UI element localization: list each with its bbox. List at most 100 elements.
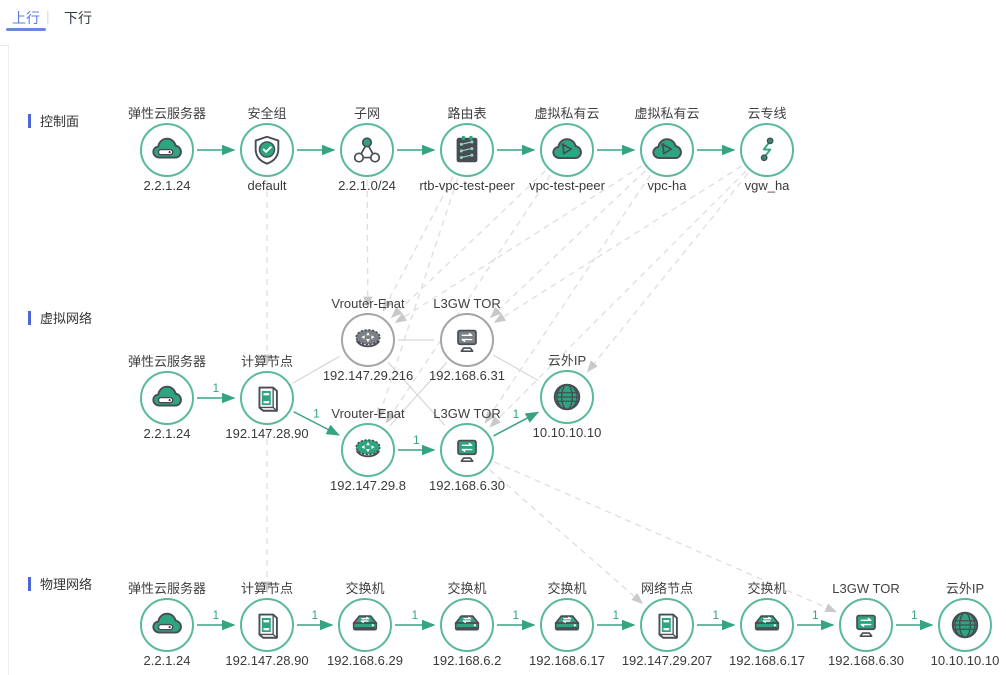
edge-l3gw_gray-vrouter_green: [389, 361, 448, 426]
node-sw3[interactable]: 交换机 192.168.6.17: [502, 580, 632, 670]
tab-downlink[interactable]: 下行: [62, 8, 94, 28]
node-label: 虚拟私有云: [634, 106, 700, 121]
edge-label: 1: [412, 608, 419, 622]
section-bar-icon: [28, 113, 31, 128]
switch-icon: [338, 598, 392, 652]
node-value: vgw_ha: [744, 178, 790, 193]
switch-icon: [440, 598, 494, 652]
node-label: L3GW TOR: [433, 406, 501, 421]
node-label: 交换机: [447, 581, 487, 596]
node-label: 云外IP: [547, 353, 587, 368]
cloud-server-icon: [140, 598, 194, 652]
edge-label: 1: [812, 608, 819, 622]
node-netnode[interactable]: 网络节点 192.147.29.207: [602, 580, 732, 670]
edge-label: 1: [513, 407, 520, 421]
node-label: 交换机: [747, 581, 787, 596]
server-icon: [240, 371, 294, 425]
node-label: 弹性云服务器: [127, 581, 206, 596]
l3gw-icon: [839, 598, 893, 652]
switch-icon: [740, 598, 794, 652]
node-ecs2[interactable]: 弹性云服务器 2.2.1.24: [102, 353, 232, 443]
edge-label: 1: [312, 608, 319, 622]
edge-compute1-vrouter_gray: [292, 355, 340, 384]
node-value: 192.168.6.17: [729, 653, 805, 668]
edge-label: 1: [613, 608, 620, 622]
switch-icon: [540, 598, 594, 652]
edge-vpc1-vrouter_gray: [390, 170, 546, 319]
node-extip1[interactable]: 云外IP 10.10.10.10: [502, 352, 632, 442]
tab-uplink-label: 上行: [12, 10, 40, 26]
node-value: vpc-test-peer: [529, 178, 605, 193]
node-vpc1[interactable]: 虚拟私有云 vpc-test-peer: [502, 105, 632, 195]
node-value: 192.168.6.2: [432, 653, 502, 668]
edge-dc-l3gw_green: [489, 170, 747, 428]
node-value: 192.168.6.17: [529, 653, 605, 668]
node-value: 10.10.10.10: [532, 425, 602, 440]
node-vpc2[interactable]: 虚拟私有云 vpc-ha: [602, 105, 732, 195]
direct-connect-icon: [740, 123, 794, 177]
node-label: 网络节点: [640, 581, 693, 596]
node-value: 2.2.1.24: [143, 426, 191, 441]
section-bar-icon: [28, 310, 31, 325]
node-rtb[interactable]: 路由表 rtb-vpc-test-peer: [402, 105, 532, 195]
node-sw4[interactable]: 交换机 192.168.6.17: [702, 580, 832, 670]
node-value: 192.168.6.29: [327, 653, 403, 668]
edge-rtb-vrouter_gray: [382, 176, 454, 312]
node-value: default: [247, 178, 287, 193]
node-sg[interactable]: 安全组 default: [202, 105, 332, 195]
vpc-cloud-icon: [640, 123, 694, 177]
edge-vpc2-l3gw_green: [484, 174, 651, 424]
node-label: L3GW TOR: [433, 296, 501, 311]
vrouter-icon: [341, 423, 395, 477]
node-value: 2.2.1.0/24: [338, 178, 396, 193]
tab-uplink[interactable]: 上行: [6, 8, 46, 31]
node-label: 安全组: [247, 106, 287, 121]
vrouter-icon: [341, 313, 395, 367]
node-sw2[interactable]: 交换机 192.168.6.2: [402, 580, 532, 670]
section-control-plane: 控制面: [28, 111, 79, 130]
vpc-cloud-icon: [540, 123, 594, 177]
node-value: rtb-vpc-test-peer: [419, 178, 515, 193]
server-icon: [640, 598, 694, 652]
node-value: 192.147.29.207: [621, 653, 713, 668]
edge-vpc1-vrouter_green: [385, 174, 551, 424]
edge-label: 1: [313, 406, 320, 420]
section-virtual-network: 虚拟网络: [28, 308, 92, 327]
edge-compute1-vrouter_green: [293, 411, 340, 436]
node-label: 虚拟私有云: [534, 106, 600, 121]
node-value: vpc-ha: [647, 178, 687, 193]
edge-l3gw_green-netnode: [489, 469, 644, 605]
node-value: 2.2.1.24: [143, 178, 191, 193]
edge-vpc2-l3gw_gray: [489, 170, 646, 319]
node-value: 192.147.28.90: [225, 426, 309, 441]
section-physical-network: 物理网络: [28, 574, 92, 593]
node-l3gw_green[interactable]: L3GW TOR 192.168.6.30: [402, 405, 532, 495]
cloud-server-icon: [140, 123, 194, 177]
node-label: 弹性云服务器: [127, 354, 206, 369]
edge-label: 1: [213, 381, 220, 395]
edge-label: 1: [911, 608, 918, 622]
node-label: 交换机: [547, 581, 587, 596]
edge-label: 1: [213, 608, 220, 622]
edge-dc-extip1: [586, 172, 749, 373]
node-value: 192.168.6.30: [429, 478, 505, 493]
edge-vpc2-vrouter_gray: [394, 165, 643, 323]
node-value: 192.147.28.90: [225, 653, 309, 668]
edge-l3gw_green-extip1: [493, 411, 540, 437]
cloud-server-icon: [140, 371, 194, 425]
node-label: 路由表: [447, 106, 487, 121]
